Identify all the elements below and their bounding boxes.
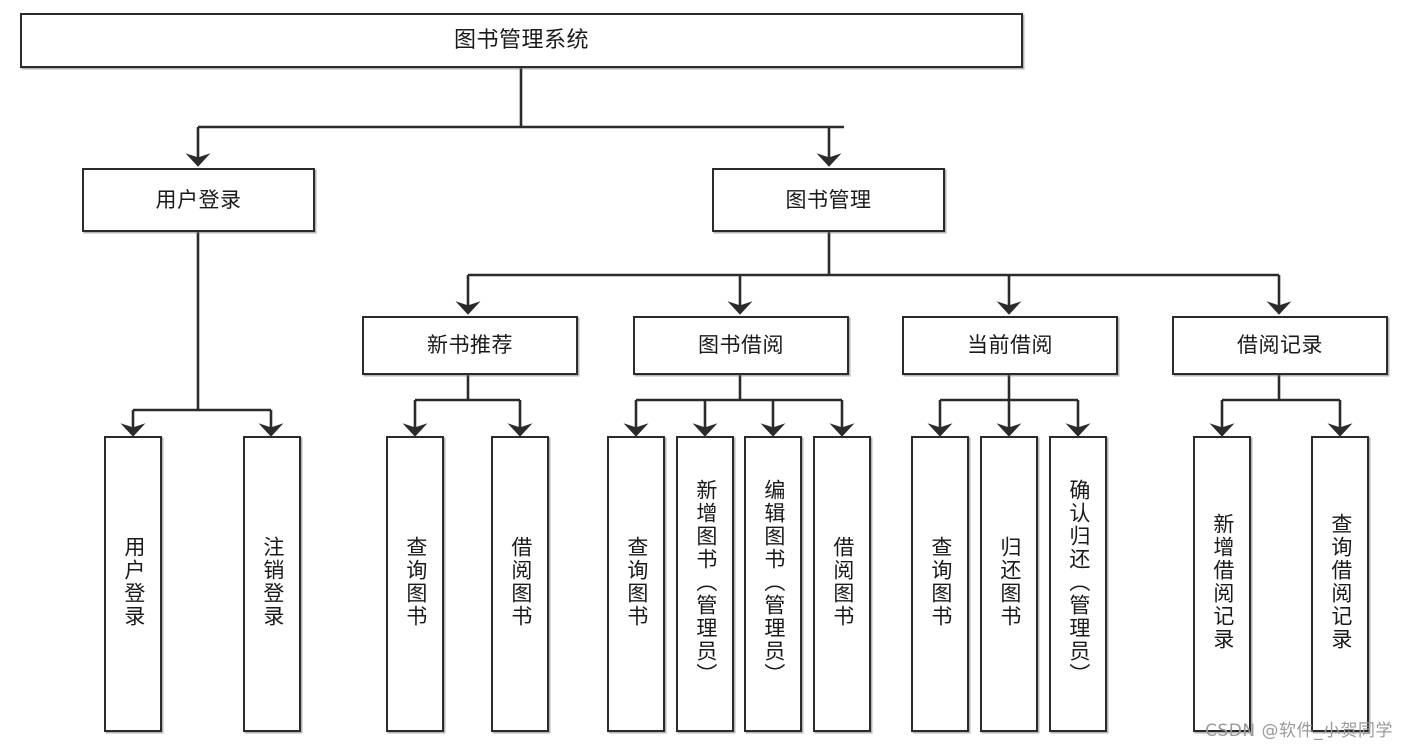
- node-leaf-return-book[interactable]: 归还图书: [980, 436, 1038, 732]
- node-new-book-rec[interactable]: 新书推荐: [362, 316, 578, 375]
- node-leaf-confirm-return[interactable]: 确认归还（管理员）: [1049, 436, 1107, 732]
- node-book-manage-label: 图书管理: [785, 187, 872, 212]
- node-leaf-query-book-2[interactable]: 查询图书: [607, 436, 665, 732]
- node-leaf-borrow-book-2-label: 借阅图书: [830, 536, 855, 628]
- node-leaf-query-record[interactable]: 查询借阅记录: [1311, 436, 1369, 732]
- node-current-borrow[interactable]: 当前借阅: [902, 316, 1118, 375]
- node-leaf-query-book-1-label: 查询图书: [403, 536, 428, 628]
- edge-group-current-borrow: [927, 375, 1091, 437]
- node-leaf-query-book-2-label: 查询图书: [624, 536, 649, 628]
- node-new-book-rec-label: 新书推荐: [427, 333, 513, 358]
- node-leaf-add-book[interactable]: 新增图书（管理员）: [676, 436, 734, 732]
- node-book-manage[interactable]: 图书管理: [712, 168, 945, 232]
- node-book-borrow[interactable]: 图书借阅: [633, 316, 849, 375]
- node-leaf-logout[interactable]: 注销登录: [243, 436, 301, 732]
- node-leaf-add-record-label: 新增借阅记录: [1210, 513, 1235, 651]
- node-leaf-edit-book-label: 编辑图书（管理员）: [761, 478, 786, 686]
- node-leaf-add-book-label: 新增图书（管理员）: [693, 478, 718, 686]
- edge-group-new-book-rec: [402, 375, 533, 437]
- node-leaf-logout-label: 注销登录: [260, 536, 285, 628]
- edge-group-user-login: [120, 232, 284, 437]
- node-leaf-return-book-label: 归还图书: [997, 536, 1022, 628]
- node-leaf-user-login[interactable]: 用户登录: [104, 436, 162, 732]
- edge-group-root: [185, 68, 844, 167]
- node-book-borrow-label: 图书借阅: [698, 333, 784, 358]
- node-leaf-query-book-3-label: 查询图书: [928, 536, 953, 628]
- edge-group-borrow-record: [1209, 375, 1353, 437]
- node-user-login-label: 用户登录: [155, 187, 242, 212]
- node-leaf-query-record-label: 查询借阅记录: [1328, 513, 1353, 651]
- node-root[interactable]: 图书管理系统: [20, 13, 1023, 68]
- node-root-label: 图书管理系统: [453, 27, 589, 53]
- node-leaf-add-record[interactable]: 新增借阅记录: [1193, 436, 1251, 732]
- node-leaf-user-login-label: 用户登录: [121, 536, 146, 628]
- node-leaf-edit-book[interactable]: 编辑图书（管理员）: [744, 436, 802, 732]
- node-borrow-record[interactable]: 借阅记录: [1172, 316, 1388, 375]
- node-current-borrow-label: 当前借阅: [967, 333, 1053, 358]
- node-leaf-borrow-book-1[interactable]: 借阅图书: [491, 436, 549, 732]
- node-leaf-borrow-book-2[interactable]: 借阅图书: [813, 436, 871, 732]
- node-leaf-borrow-book-1-label: 借阅图书: [508, 536, 533, 628]
- node-leaf-query-book-1[interactable]: 查询图书: [386, 436, 444, 732]
- node-user-login[interactable]: 用户登录: [82, 168, 315, 232]
- edge-group-book-manage: [455, 232, 1292, 315]
- edge-group-book-borrow: [623, 375, 855, 437]
- node-leaf-confirm-return-label: 确认归还（管理员）: [1066, 478, 1091, 686]
- node-leaf-query-book-3[interactable]: 查询图书: [911, 436, 969, 732]
- node-borrow-record-label: 借阅记录: [1237, 333, 1323, 358]
